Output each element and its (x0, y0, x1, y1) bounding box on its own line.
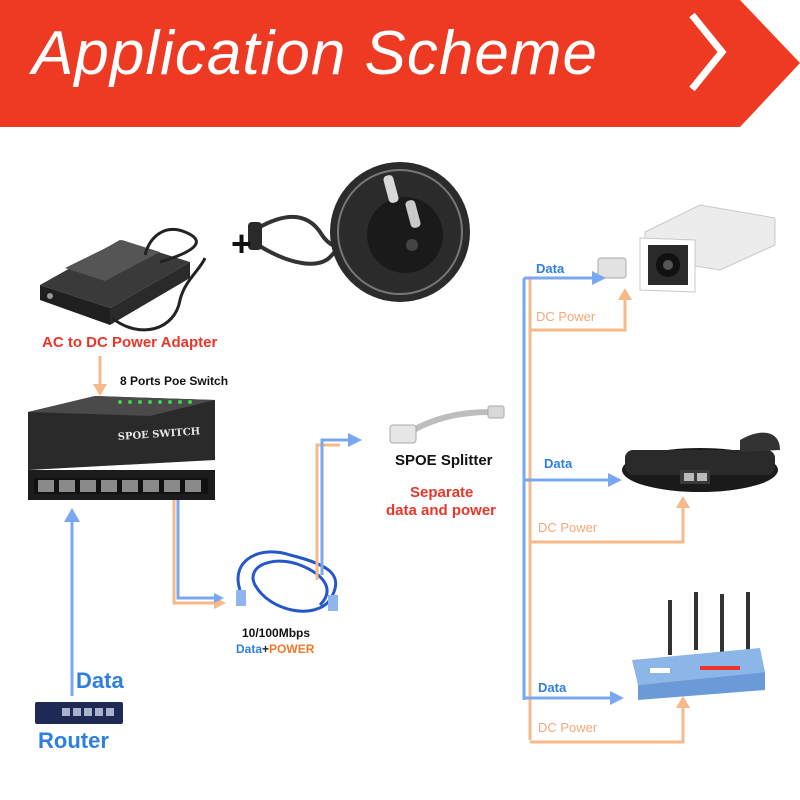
data-line-cable-splitter (320, 438, 348, 575)
plus-sign: + (231, 223, 252, 264)
power-line-switch-cable (172, 500, 214, 605)
splitter-desc-line1: Separate (410, 484, 474, 501)
cable-power-text: POWER (269, 642, 315, 656)
phone-icon (622, 432, 780, 492)
output-3-data-label: Data (538, 680, 567, 695)
output-1-data-label: Data (536, 261, 565, 276)
ethernet-cable-icon (236, 550, 338, 613)
data-line-switch-cable (176, 500, 214, 600)
plug-closeup-icon (330, 162, 470, 302)
switch-label: 8 Ports Poe Switch (120, 374, 229, 388)
page-title: Application Scheme (32, 19, 598, 88)
splitter-desc-line2: data and power (386, 502, 497, 519)
power-line-wifi (530, 708, 685, 744)
power-line-phone (530, 508, 685, 544)
power-line-camera (530, 300, 627, 332)
cable-type-label: Data+POWER (236, 642, 314, 656)
network-router-icon (35, 702, 123, 724)
wifi-router-icon (632, 592, 765, 700)
poe-switch-icon (28, 396, 215, 500)
power-lines (98, 278, 685, 744)
cable-data-text: Data (236, 642, 263, 656)
power-adapter-icon (40, 228, 207, 332)
adapter-label: AC to DC Power Adapter (42, 334, 218, 351)
data-lines (70, 276, 610, 700)
power-line-cable-splitter (315, 443, 340, 580)
cable-speed-label: 10/100Mbps (242, 626, 311, 640)
output-1-power-label: DC Power (536, 309, 596, 324)
cable-plus-text: + (262, 642, 270, 656)
header-banner: Application Scheme (0, 0, 800, 127)
banner-background (0, 0, 800, 127)
router-data-label: Data (76, 668, 124, 693)
router-label: Router (38, 728, 109, 753)
chevron-right-icon (689, 12, 727, 92)
data-arrowheads (64, 271, 624, 705)
camera-icon (597, 204, 776, 293)
output-3-power-label: DC Power (538, 720, 598, 735)
output-2-power-label: DC Power (538, 520, 598, 535)
output-2-data-label: Data (544, 456, 573, 471)
splitter-label: SPOE Splitter (395, 452, 493, 469)
poe-splitter-icon (389, 405, 505, 444)
